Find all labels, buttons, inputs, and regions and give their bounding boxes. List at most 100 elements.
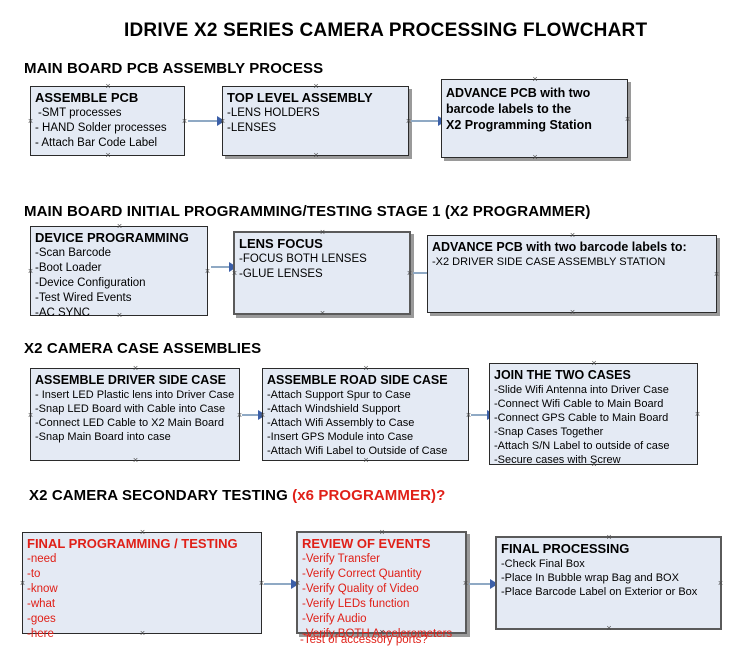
box-line: -SMT processes (38, 107, 122, 119)
resize-handle-left[interactable] (27, 268, 34, 275)
section-heading-text: X2 CAMERA SECONDARY TESTING (29, 487, 293, 504)
resize-handle-top[interactable] (379, 529, 386, 536)
box-final-programming-testing[interactable]: FINAL PROGRAMMING / TESTING -need -to -k… (19, 529, 262, 640)
box-line: -Connect LED Cable to X2 Main Board (35, 417, 224, 429)
resize-handle-left[interactable] (219, 118, 226, 125)
box-assemble-pcb[interactable]: ASSEMBLE PCB -SMT processes - HAND Solde… (30, 86, 185, 156)
connector-arrow-line (471, 414, 489, 416)
section-heading-main-board-initial-programming: MAIN BOARD INITIAL PROGRAMMING/TESTING S… (24, 203, 591, 220)
resize-handle-top[interactable] (606, 534, 613, 541)
resize-handle-top[interactable] (363, 365, 370, 372)
box-join-the-two-cases[interactable]: JOIN THE TWO CASES -Slide Wifi Antenna i… (489, 360, 701, 468)
resize-handle-left[interactable] (27, 412, 34, 419)
box-title-line: ADVANCE PCB with two (446, 86, 591, 100)
box-title: REVIEW OF EVENTS (302, 536, 431, 551)
resize-handle-right[interactable] (717, 580, 724, 587)
resize-handle-top[interactable] (139, 529, 146, 536)
box-line: -what (27, 598, 56, 610)
box-line: -AC SYNC (35, 307, 90, 319)
resize-handle-top[interactable] (319, 229, 326, 236)
box-title-line: X2 Programming Station (446, 118, 592, 132)
resize-handle-right[interactable] (713, 271, 720, 278)
box-advance-pcb-to-driver-side-case-station[interactable]: ADVANCE PCB with two barcode labels to: … (427, 235, 717, 313)
resize-handle-top[interactable] (591, 360, 598, 367)
box-device-programming[interactable]: DEVICE PROGRAMMING -Scan Barcode -Boot L… (27, 223, 211, 319)
resize-handle-bottom[interactable] (132, 457, 139, 464)
box-line: -Slide Wifi Antenna into Driver Case (494, 384, 669, 396)
resize-handle-bottom[interactable] (116, 312, 123, 319)
box-line: -Verify BOTH Accelerometers (302, 628, 453, 640)
box-assemble-road-side-case[interactable]: ASSEMBLE ROAD SIDE CASE -Attach Support … (262, 368, 469, 461)
box-line: -Scan Barcode (35, 247, 112, 259)
box-line: -Secure cases with Screw (494, 454, 621, 466)
box-title: FINAL PROCESSING (501, 541, 630, 556)
resize-handle-right[interactable] (624, 116, 631, 123)
resize-handle-top[interactable] (116, 223, 123, 230)
box-line: -Snap Cases Together (494, 426, 604, 438)
box-line: -Attach Wifi Assembly to Case (267, 417, 415, 429)
page-title: IDRIVE X2 SERIES CAMERA PROCESSING FLOWC… (124, 20, 648, 41)
section-heading-text: MAIN BOARD PCB ASSEMBLY PROCESS (24, 60, 324, 77)
box-line: -here (27, 628, 54, 640)
box-line: -Snap LED Board with Cable into Case (35, 403, 226, 415)
box-line: -Verify Quality of Video (302, 583, 419, 595)
box-top-level-assembly[interactable]: TOP LEVEL ASSEMBLY -LENS HOLDERS -LENSES (222, 86, 409, 156)
resize-handle-left[interactable] (231, 270, 238, 277)
resize-handle-right[interactable] (204, 268, 211, 275)
resize-handle-left[interactable] (27, 118, 34, 125)
box-line: -X2 DRIVER SIDE CASE ASSEMBLY STATION (432, 256, 666, 268)
resize-handle-right[interactable] (462, 580, 469, 587)
resize-handle-bottom[interactable] (532, 154, 539, 161)
resize-handle-left[interactable] (19, 580, 26, 587)
box-review-of-events-overflow-line: -Test of accessory ports? (300, 634, 428, 646)
section-heading-x2-camera-case-assemblies: X2 CAMERA CASE ASSEMBLIES (24, 340, 261, 357)
connector-arrow-line (211, 266, 230, 268)
resize-handle-bottom[interactable] (139, 630, 146, 637)
resize-handle-bottom[interactable] (606, 625, 613, 632)
resize-handle-left[interactable] (294, 580, 301, 587)
box-line: -Connect GPS Cable to Main Board (494, 412, 669, 424)
box-assemble-driver-side-case[interactable]: ASSEMBLE DRIVER SIDE CASE - Insert LED P… (30, 368, 240, 461)
box-advance-pcb-to-x2-programming-station[interactable]: ADVANCE PCB with two barcode labels to t… (441, 79, 628, 158)
box-line: - Insert LED Plastic lens into Driver Ca… (35, 389, 235, 401)
box-lens-focus[interactable]: LENS FOCUS -FOCUS BOTH LENSES -GLUE LENS… (233, 231, 411, 315)
section-heading-x2-camera-secondary-testing: X2 CAMERA SECONDARY TESTING (x6 PROGRAMM… (29, 487, 445, 504)
resize-handle-right[interactable] (694, 411, 701, 418)
box-line: -Connect Wifi Cable to Main Board (494, 398, 664, 410)
box-final-processing[interactable]: FINAL PROCESSING -Check Final Box -Place… (495, 536, 722, 630)
resize-handle-bottom[interactable] (105, 152, 112, 159)
resize-handle-right[interactable] (406, 270, 413, 277)
box-title: ASSEMBLE ROAD SIDE CASE (267, 373, 448, 387)
connector-arrow-line (411, 120, 439, 122)
connector-arrow-line (413, 272, 433, 274)
box-line: -LENSES (227, 122, 277, 134)
box-line: -Boot Loader (35, 262, 102, 274)
box-line: -Attach Wifi Label to Outside of Case (267, 445, 448, 457)
resize-handle-top[interactable] (105, 83, 112, 90)
resize-handle-bottom[interactable] (319, 310, 326, 317)
resize-handle-left[interactable] (259, 412, 266, 419)
section-heading-text: MAIN BOARD INITIAL PROGRAMMING/TESTING S… (24, 203, 591, 220)
resize-handle-right[interactable] (181, 118, 188, 125)
box-title: ASSEMBLE DRIVER SIDE CASE (35, 373, 227, 387)
resize-handle-bottom[interactable] (313, 152, 320, 159)
resize-handle-bottom[interactable] (591, 461, 598, 468)
box-line: -Place In Bubble wrap Bag and BOX (501, 572, 679, 584)
box-line: -need (27, 553, 57, 565)
resize-handle-top[interactable] (313, 83, 320, 90)
box-title: JOIN THE TWO CASES (494, 368, 631, 382)
resize-handle-bottom[interactable] (569, 309, 576, 316)
connector-arrow-line (264, 583, 292, 585)
resize-handle-bottom[interactable] (363, 457, 370, 464)
box-line: -Device Configuration (35, 277, 146, 289)
box-line: - HAND Solder processes (35, 122, 167, 134)
box-line: -GLUE LENSES (239, 268, 323, 280)
box-review-of-events[interactable]: REVIEW OF EVENTS -Verify Transfer -Verif… (294, 529, 469, 640)
box-line: - Attach Bar Code Label (35, 137, 158, 149)
resize-handle-top[interactable] (532, 76, 539, 83)
resize-handle-top[interactable] (132, 365, 139, 372)
resize-handle-top[interactable] (569, 232, 576, 239)
box-line: -Place Barcode Label on Exterior or Box (501, 586, 698, 598)
box-line: -to (27, 568, 41, 580)
